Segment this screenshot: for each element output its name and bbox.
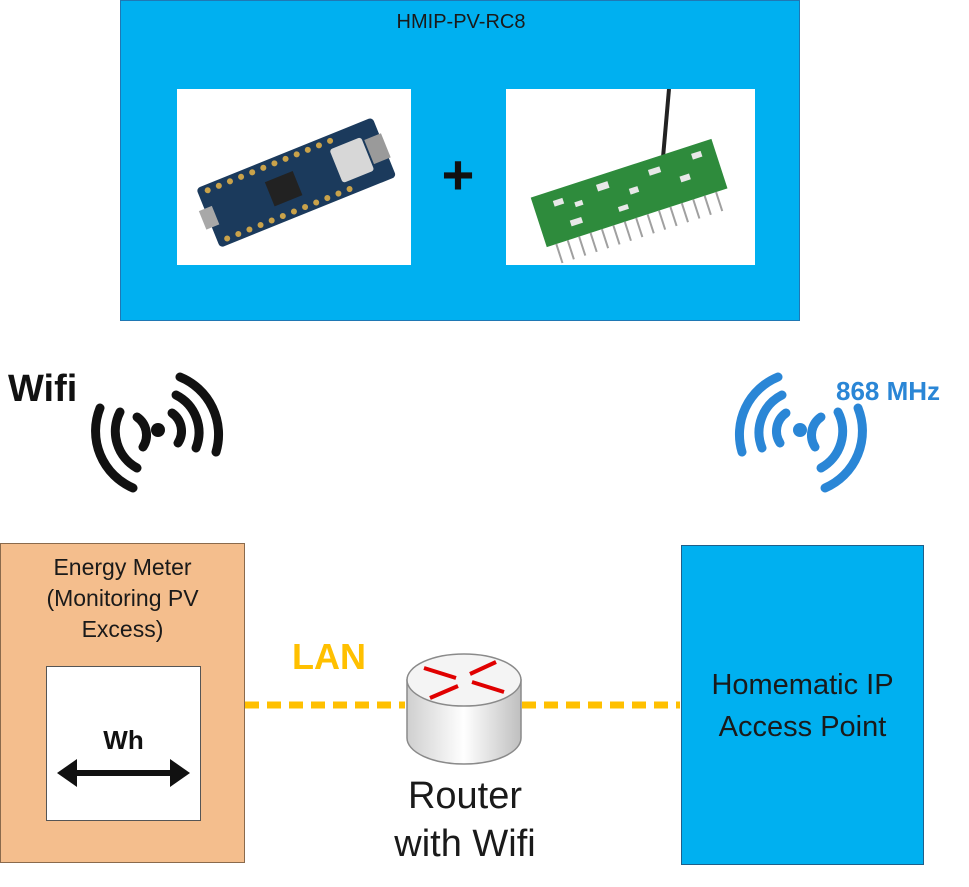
double-arrow-icon [57, 759, 190, 787]
radio-signal-icon [734, 372, 867, 493]
lan-label: LAN [292, 636, 366, 677]
device-title: HMIP-PV-RC8 [396, 11, 526, 33]
router-label-line-1: Router [407, 775, 523, 817]
router-label: Router with Wifi [360, 772, 570, 868]
device-box: HMIP-PV-RC8 + [120, 0, 800, 321]
wifi-signal-icon [91, 372, 224, 493]
energy-meter-title: Energy Meter (Monitoring PV Excess) [1, 552, 244, 645]
energy-meter-box: Energy Meter (Monitoring PV Excess) Wh [0, 543, 245, 863]
access-point-box: Homematic IP Access Point [681, 545, 924, 865]
access-point-title-line-1: Homematic IP [711, 669, 894, 701]
wh-label: Wh [103, 725, 144, 755]
energy-meter-title-line-1: Energy Meter [53, 554, 192, 580]
energy-meter-title-line-3: Excess) [81, 616, 164, 642]
energy-meter-title-line-2: (Monitoring PV [46, 585, 199, 611]
router-label-line-2: with Wifi [394, 823, 536, 865]
access-point-title-line-2: Access Point [718, 711, 887, 743]
meter-display: Wh [46, 666, 201, 821]
arduino-board-photo [177, 89, 411, 265]
wifi-label: Wifi [8, 368, 78, 410]
rf-frequency-label: 868 MHz [836, 376, 941, 406]
radio-module-photo [506, 89, 755, 265]
plus-sign: + [441, 143, 475, 206]
access-point-title: Homematic IP Access Point [682, 664, 923, 748]
router-icon [406, 653, 522, 765]
